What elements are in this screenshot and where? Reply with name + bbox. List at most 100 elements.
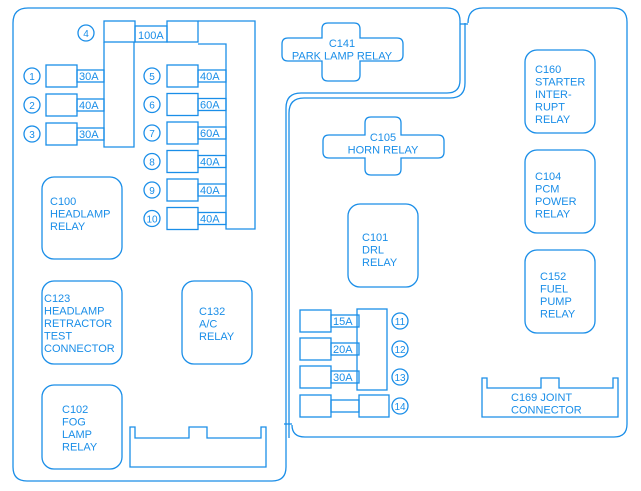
relay-outline	[41, 176, 123, 260]
fuse-number: 14	[394, 402, 406, 413]
fuse-terminal	[45, 93, 78, 117]
fuse-terminal	[299, 394, 332, 418]
fuse-number: 3	[29, 130, 35, 141]
relay-label-line: C105	[370, 132, 396, 144]
inner-channel-outline	[288, 23, 466, 438]
fuse-number: 7	[149, 129, 155, 140]
fuse-rating: 100A	[138, 30, 164, 42]
fuse-terminal	[299, 365, 332, 389]
fuse-4[interactable]: 4 100A	[77, 20, 199, 43]
fuse-element	[76, 69, 105, 83]
fuse-number: 9	[149, 186, 155, 197]
fuse-14[interactable]: 14	[299, 394, 409, 418]
fuse-terminal	[166, 20, 199, 43]
fuse-rating: 20A	[333, 344, 353, 356]
fuse-element	[330, 314, 360, 328]
fuse-number: 5	[149, 72, 155, 83]
fuse-terminal	[166, 64, 199, 88]
connector-outline	[481, 377, 619, 418]
relay-label-line: TEST	[44, 331, 72, 343]
fuse-rating: 60A	[200, 128, 220, 140]
fuse-rating: 30A	[333, 372, 353, 384]
fuse-terminal	[358, 394, 390, 418]
fuse-number-circle	[143, 124, 161, 142]
relay-outline	[347, 203, 419, 288]
fuse-rating: 60A	[200, 100, 220, 112]
relay-label-line: C100	[50, 196, 76, 208]
fuse-number: 13	[394, 373, 406, 384]
relay-outline	[281, 22, 404, 82]
fuse-terminal	[166, 92, 199, 117]
fuse-terminal	[166, 178, 199, 202]
relay-label-line: RELAY	[535, 209, 571, 221]
fuse-element	[330, 399, 360, 413]
fuse-terminal	[45, 64, 78, 88]
fuse-number-circle	[143, 67, 161, 85]
relay-label-line: C104	[535, 171, 561, 183]
fuse-rating: 40A	[200, 71, 220, 83]
lower-bus-bar	[356, 308, 388, 391]
fuse-number-circle	[23, 67, 41, 85]
relay-label-line: CONNECTOR	[44, 343, 115, 355]
relay-label-line: LAMP	[62, 429, 92, 441]
fuse-element	[197, 97, 227, 112]
fuse-3[interactable]: 3 30A	[23, 122, 105, 146]
relay-label-line: RELAY	[62, 442, 98, 454]
connector-outline	[129, 426, 267, 468]
relay-label-line: RETRACTOR	[44, 318, 112, 330]
fuse-number-circle	[23, 125, 41, 143]
fuse-number-circle	[391, 312, 409, 330]
relay-label-line: PUMP	[540, 296, 572, 308]
fuse-number-circle	[23, 96, 41, 114]
relay-label-line: HEADLAMP	[50, 209, 111, 221]
right-panel-outline	[291, 7, 628, 438]
relay-label-line: C141	[329, 38, 355, 50]
relay-label-line: RELAY	[540, 309, 576, 321]
fuse-number: 12	[394, 345, 406, 356]
fuse-rating: 40A	[200, 214, 220, 226]
relay-label-line: RELAY	[362, 257, 398, 269]
fuse-rating: 30A	[79, 129, 99, 141]
relay-outline	[181, 280, 253, 365]
left-bus-bar	[103, 42, 135, 148]
left-panel-outline	[12, 7, 461, 482]
fuse-5[interactable]: 5 40A	[143, 64, 227, 88]
fuse-element	[197, 126, 227, 140]
fuse-terminal	[299, 309, 332, 333]
connector-bottom-left[interactable]	[129, 426, 267, 468]
fuse-12[interactable]: 12 20A	[299, 337, 409, 361]
relay-label-line: HEADLAMP	[44, 306, 105, 318]
relay-label-line: C102	[62, 404, 88, 416]
fuse-number: 1	[29, 72, 35, 83]
fuse-number: 6	[149, 101, 155, 112]
relay-label-line: C132	[199, 306, 225, 318]
relay-label-line: PCM	[535, 184, 559, 196]
fuse-element	[76, 98, 105, 112]
relay-outline	[524, 49, 596, 134]
fuse-terminal	[103, 20, 136, 43]
fuse-6[interactable]: 6 60A	[143, 92, 227, 117]
fuse-number: 4	[83, 29, 89, 40]
fuse-number: 8	[149, 158, 155, 169]
fuse-7[interactable]: 7 60A	[143, 121, 227, 145]
fuse-number: 2	[29, 101, 35, 112]
fuse-13[interactable]: 13 30A	[299, 365, 409, 389]
fuse-number: 11	[395, 317, 406, 328]
